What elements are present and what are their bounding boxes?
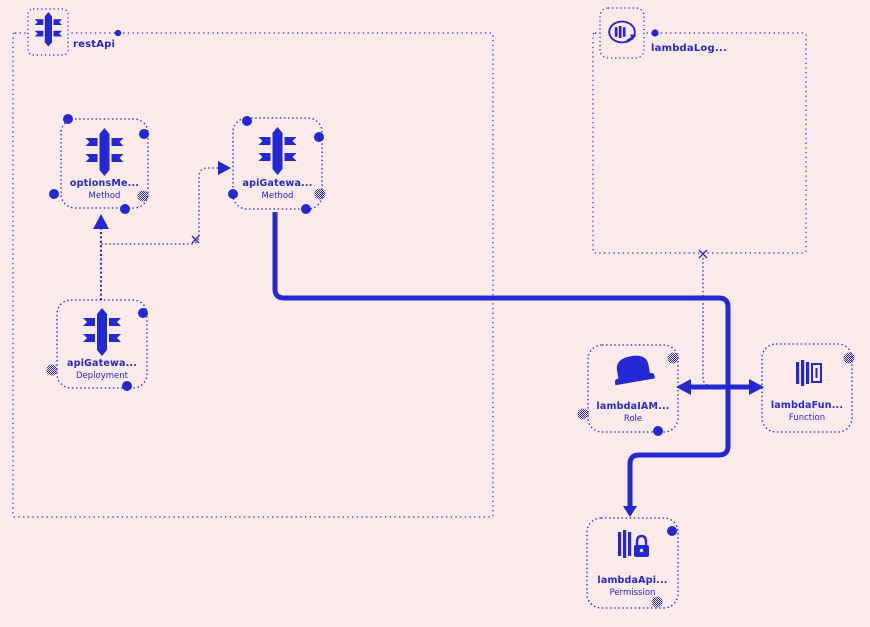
container-lambdalog xyxy=(592,7,807,254)
node-label-apigateway-deployment: apiGatewa... Deployment xyxy=(57,358,147,381)
node-title: lambdaFun... xyxy=(770,400,844,411)
edge-loggroup-to-function xyxy=(698,249,747,387)
node-title: optionsMe... xyxy=(69,178,140,189)
edge-deployment-to-apigateway-method xyxy=(101,161,231,245)
node-title: lambdaIAM... xyxy=(596,401,670,412)
edge-apigateway-method-to-permission xyxy=(272,212,731,517)
node-lambda-api-permission[interactable] xyxy=(586,517,679,609)
edge-role-function-double-arrow xyxy=(676,379,764,395)
api-gateway-icon xyxy=(85,128,124,176)
lambda-function-icon xyxy=(795,359,822,387)
lambda-permission-icon xyxy=(616,528,651,560)
node-type: Method xyxy=(261,191,294,201)
node-title: lambdaApi... xyxy=(597,575,668,586)
node-lambda-iam-role[interactable] xyxy=(577,344,679,436)
iam-role-icon xyxy=(611,352,655,386)
api-gateway-icon xyxy=(258,127,297,175)
node-lambda-function[interactable] xyxy=(761,343,855,433)
node-options-method[interactable] xyxy=(49,114,149,214)
node-apigateway-method[interactable] xyxy=(228,116,326,214)
node-label-options-method: optionsMe... Method xyxy=(61,178,148,201)
api-gateway-icon xyxy=(83,308,121,356)
container-label-lambdalog: lambdaLog... xyxy=(651,43,727,54)
node-type: Permission xyxy=(609,588,656,598)
node-type: Function xyxy=(788,413,826,423)
node-title: apiGatewa... xyxy=(242,178,313,189)
container-label-restapi: restApi xyxy=(73,39,116,50)
node-type: Method xyxy=(88,191,121,201)
node-label-apigateway-method: apiGatewa... Method xyxy=(233,178,322,201)
node-type: Role xyxy=(623,414,643,424)
container-restapi xyxy=(12,8,494,518)
node-apigateway-deployment[interactable] xyxy=(46,299,149,391)
node-label-lambda-iam-role: lambdaIAM... Role xyxy=(588,401,678,424)
node-title: apiGatewa... xyxy=(66,358,138,369)
node-type: Deployment xyxy=(76,371,128,381)
node-label-lambda-api-permission: lambdaApi... Permission xyxy=(587,575,678,598)
edge-deployment-to-options-method xyxy=(93,214,109,300)
node-label-lambda-function: lambdaFun... Function xyxy=(762,400,852,423)
